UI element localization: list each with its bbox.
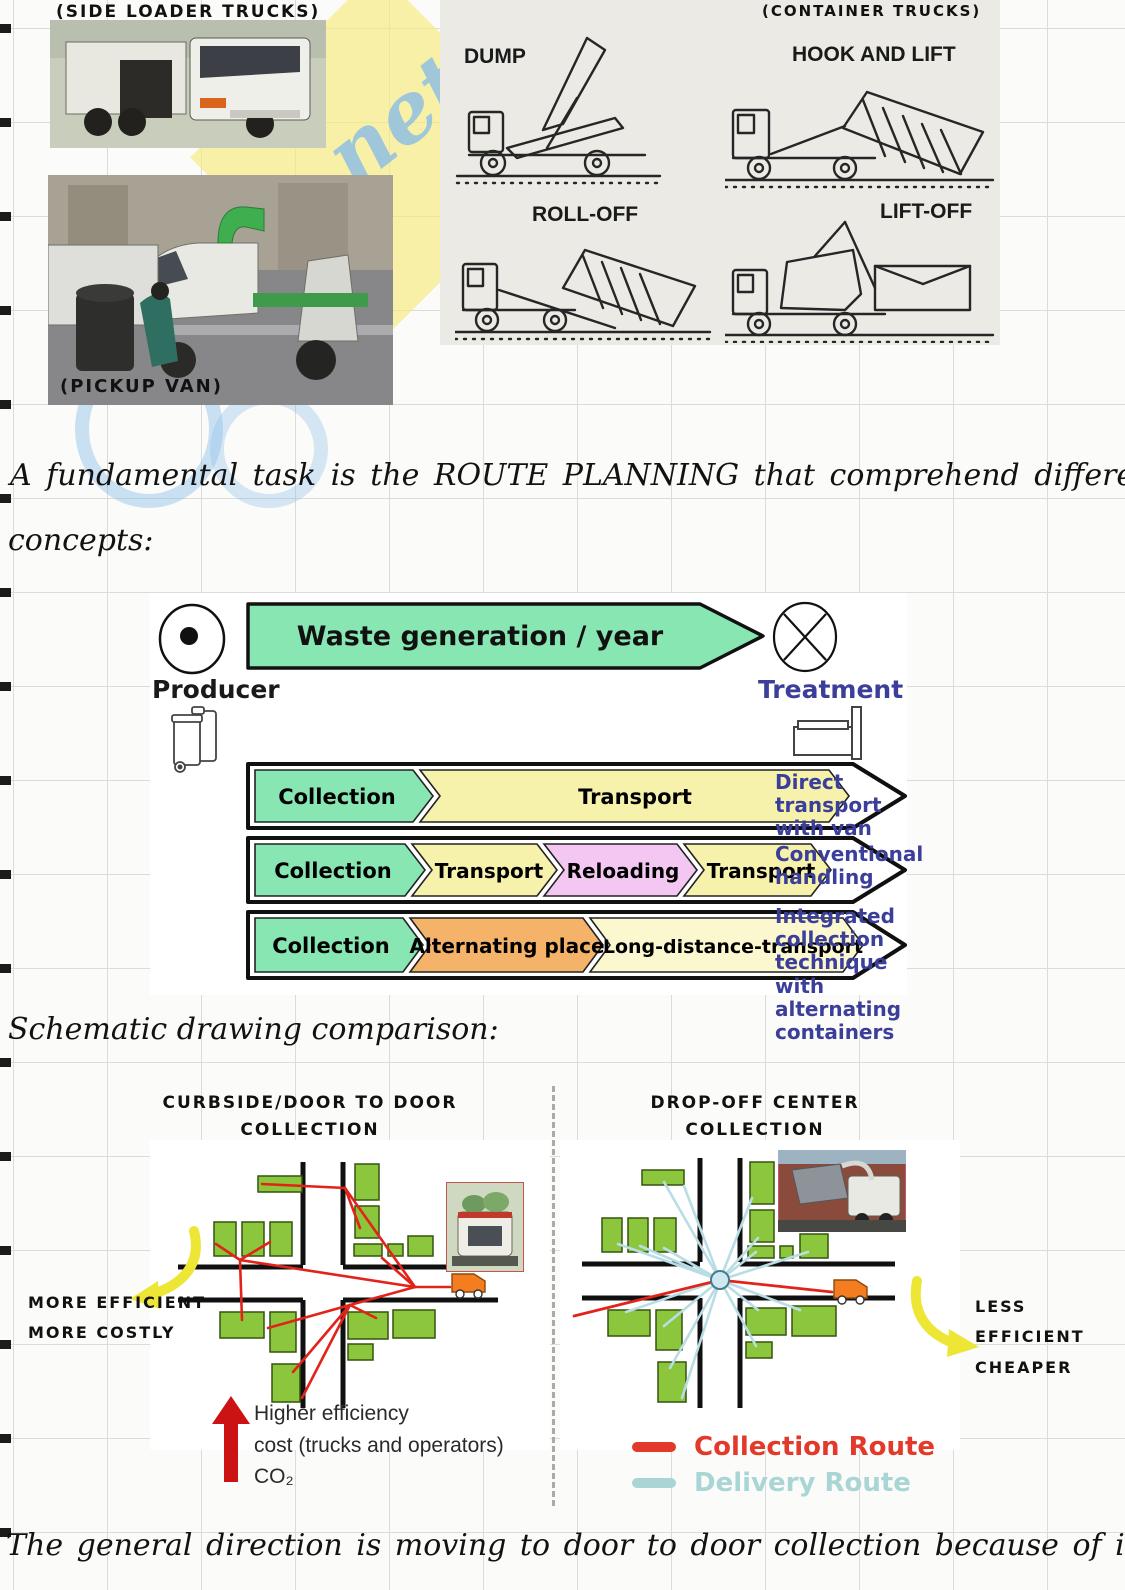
- waste-generation-arrow: Waste generation / year: [246, 602, 765, 670]
- delivery-route-swatch: [632, 1478, 676, 1488]
- efficiency-arrow: [212, 1396, 250, 1482]
- lift-off-truck-drawing: [725, 220, 995, 343]
- svg-text:Long-distance-transport: Long-distance-transport: [603, 936, 863, 958]
- svg-text:Transport: Transport: [578, 785, 692, 809]
- svg-text:Collection: Collection: [272, 934, 390, 958]
- truck-icon: [833, 1279, 868, 1305]
- svg-text:Collection: Collection: [278, 785, 396, 809]
- route-legend: Collection Route Delivery Route: [632, 1432, 935, 1498]
- flow-caption-direct: Direct transport with van: [775, 770, 882, 841]
- photo-side-loader-truck: [50, 20, 326, 148]
- collection-route-label: Collection Route: [694, 1432, 936, 1462]
- left-annotation: MORE EFFICIENT MORE COSTLY: [28, 1293, 207, 1343]
- flow-row-conventional: Collection Transport Reloading Transport: [246, 836, 907, 904]
- dropoff-photo: [778, 1150, 906, 1232]
- svg-text:Reloading: Reloading: [567, 859, 680, 883]
- right-yellow-arrow: [910, 1276, 979, 1357]
- dropoff-diagram: [560, 1140, 960, 1450]
- curbside-diagram: [150, 1140, 550, 1450]
- flow-row-direct: Collection Transport: [246, 762, 907, 830]
- delivery-route-label: Delivery Route: [694, 1468, 911, 1498]
- treatment-container-icon: [793, 706, 862, 760]
- waste-bins-icon: [171, 706, 217, 773]
- container-trucks-panel: (CONTAINER TRUCKS) DUMP HOOK AND LIFT: [440, 0, 1000, 345]
- treatment-label: Treatment: [758, 675, 904, 704]
- column-divider: [552, 1086, 555, 1506]
- svg-text:Transport: Transport: [707, 859, 816, 883]
- dropoff-center-point: [710, 1270, 730, 1290]
- svg-text:Waste generation / year: Waste generation / year: [297, 621, 664, 652]
- producer-label: Producer: [152, 675, 280, 704]
- collection-route-swatch: [632, 1442, 676, 1452]
- svg-text:Transport: Transport: [435, 859, 544, 883]
- flow-diagram-panel: Waste generation / year Producer Treatme…: [150, 593, 923, 1044]
- roll-off-label: ROLL-OFF: [532, 203, 639, 226]
- flow-caption-conventional: Conventional handling: [775, 842, 924, 890]
- note-line-2: concepts:: [8, 523, 154, 558]
- flow-row-integrated: Collection Alternating place Long-distan…: [246, 910, 907, 980]
- curbside-photo: [446, 1182, 524, 1272]
- svg-text:Collection: Collection: [274, 859, 392, 883]
- schematic-line: Schematic drawing comparison:: [8, 1012, 499, 1047]
- left-yellow-arrow: [130, 1226, 201, 1309]
- flow-caption-integrated: Integrated collection technique with alt…: [775, 904, 902, 1044]
- truck-icon: [451, 1273, 486, 1299]
- lift-off-label: LIFT-OFF: [880, 200, 973, 223]
- bottom-note-line: The general direction is moving to door …: [6, 1528, 1125, 1563]
- roll-off-truck-drawing: [455, 248, 712, 341]
- page-edge-ticks: [0, 0, 11, 1590]
- dropoff-title: DROP-OFF CENTER COLLECTION: [650, 1093, 860, 1141]
- pickup-caption: (PICKUP VAN): [60, 376, 223, 397]
- side-loader-caption: (SIDE LOADER TRUCKS): [56, 2, 321, 22]
- right-annotation: LESS EFFICIENT CHEAPER: [975, 1297, 1085, 1377]
- efficiency-note: Higher efficiency cost (trucks and opera…: [254, 1402, 504, 1488]
- photo-pickup-van: (PICKUP VAN): [47, 175, 393, 405]
- svg-text:Alternating place: Alternating place: [409, 934, 604, 958]
- dump-truck-drawing: [455, 36, 662, 185]
- treatment-icon: [772, 601, 838, 673]
- hook-and-lift-truck-drawing: [725, 90, 995, 189]
- container-trucks-caption: (CONTAINER TRUCKS): [762, 2, 982, 20]
- note-line-1: A fundamental task is the ROUTE PLANNING…: [10, 458, 1125, 493]
- producer-icon: [158, 603, 226, 675]
- hook-and-lift-label: HOOK AND LIFT: [792, 43, 956, 66]
- curbside-title: CURBSIDE/DOOR TO DOOR COLLECTION: [162, 1093, 458, 1141]
